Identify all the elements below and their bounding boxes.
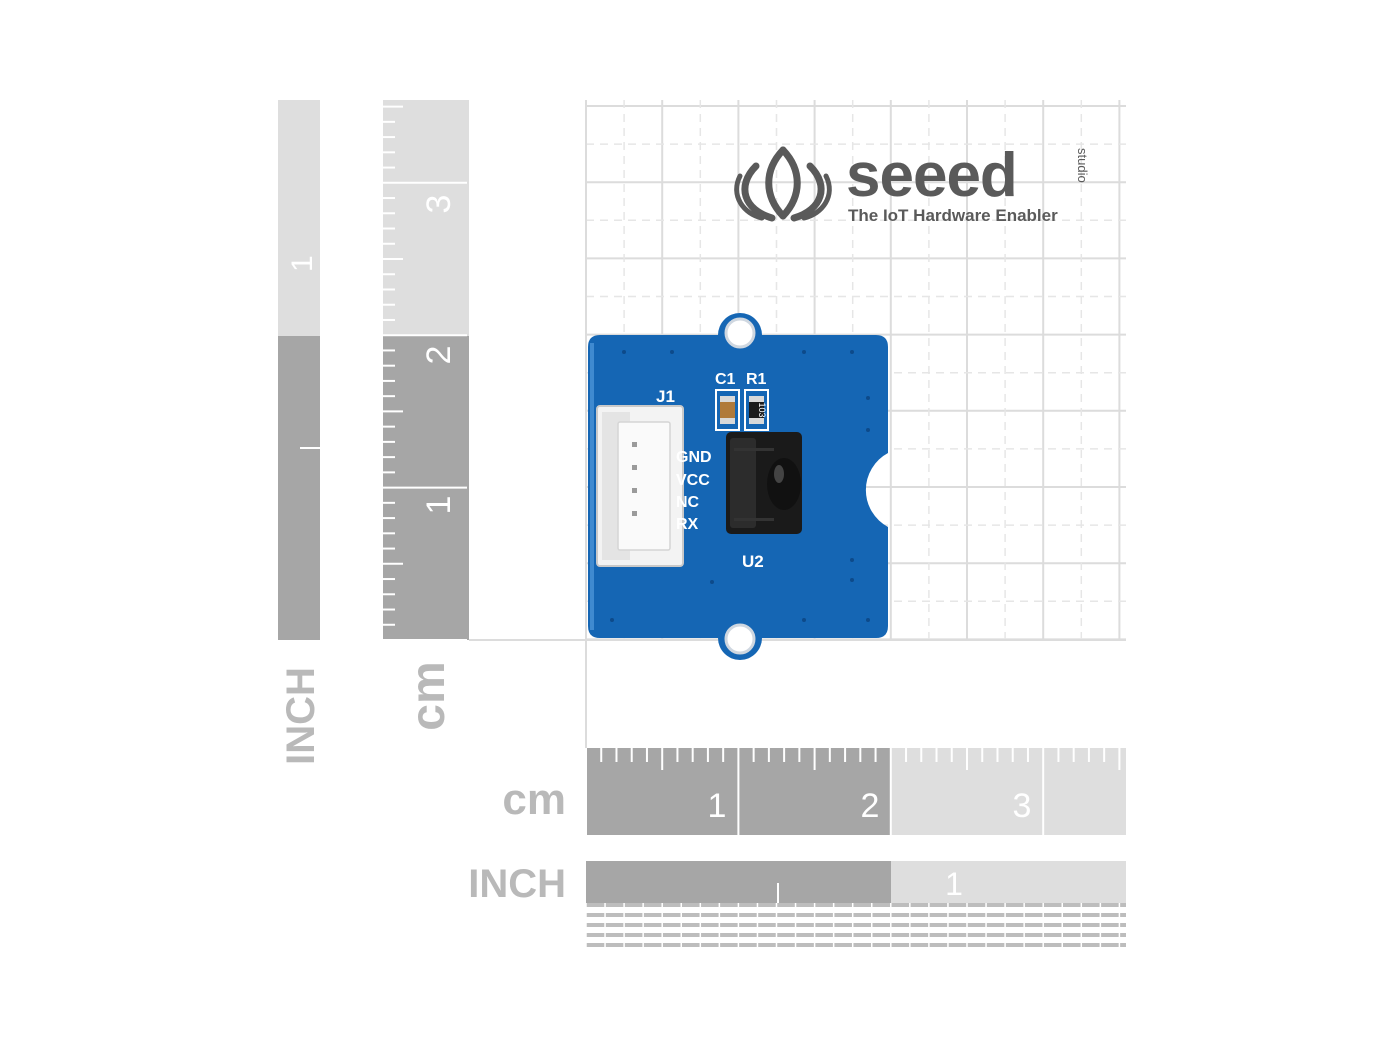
horizontal-cm-label: cm: [502, 775, 566, 824]
mounting-hole-bottom: [724, 623, 756, 655]
vertical-cm-label: cm: [402, 661, 455, 730]
receiver-label: U2: [742, 552, 764, 571]
vertical-inch-ruler: 1: [278, 100, 366, 641]
vertical-cm-number-2: 2: [420, 346, 458, 365]
ir-receiver-board: J1 C1 R1 U2 GND VCC NC RX 103: [588, 313, 888, 660]
capacitor: [715, 389, 740, 431]
brand-superscript: studio: [1075, 148, 1090, 183]
horizontal-inch-number: 1: [945, 866, 963, 902]
horizontal-cm-number-1: 1: [708, 787, 727, 825]
resistor-label: R1: [746, 371, 767, 388]
resistor-code: 103: [757, 402, 767, 417]
pin-label-gnd: GND: [676, 449, 712, 466]
pin-label-vcc: VCC: [676, 472, 710, 489]
resistor: 103: [744, 389, 769, 431]
vertical-inch-label: INCH: [279, 667, 323, 765]
horizontal-cm-number-2: 2: [861, 787, 880, 825]
vertical-cm-number-3: 3: [420, 195, 458, 214]
brand-name: seeed: [846, 141, 1017, 210]
leaf-icon: [734, 146, 832, 222]
grove-connector: [596, 405, 684, 567]
vertical-cm-ruler: 3 2 1: [383, 100, 469, 641]
pin-label-nc: NC: [676, 494, 700, 511]
horizontal-inch-label: INCH: [468, 862, 566, 906]
brand-tagline: The IoT Hardware Enabler: [848, 206, 1058, 225]
vertical-inch-number: 1: [286, 255, 319, 272]
connector-label: J1: [656, 387, 675, 406]
mounting-hole-top: [724, 317, 756, 349]
horizontal-cm-ruler: 1 2 3: [585, 748, 1126, 835]
horizontal-inch-ruler: 1: [585, 861, 1126, 947]
ir-receiver: [726, 432, 802, 534]
pin-label-rx: RX: [676, 516, 699, 533]
horizontal-cm-number-3: 3: [1013, 787, 1032, 825]
seeed-logo: seeed studio The IoT Hardware Enabler: [734, 141, 1090, 225]
capacitor-label: C1: [715, 371, 736, 388]
vertical-cm-number-1: 1: [420, 496, 458, 515]
